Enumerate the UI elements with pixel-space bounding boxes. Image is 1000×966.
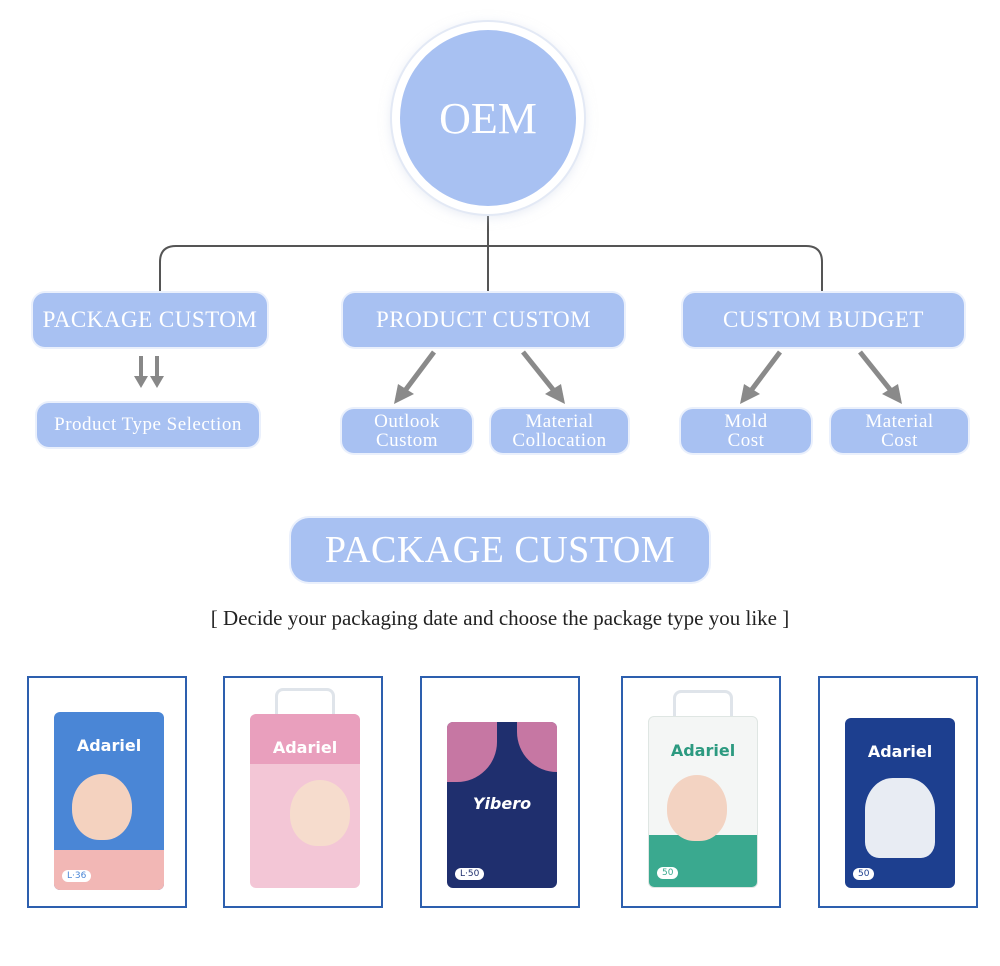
package-band [250,714,360,764]
node-line: Material [525,411,594,432]
package-handle [673,690,733,716]
package-handle [275,688,335,714]
node-line: Custom [375,430,439,451]
flower-graphic [517,722,557,772]
material-cost-node: Material Cost [831,409,968,453]
package-size-tag: 50 [853,868,875,880]
node-line: Material [865,411,934,432]
section-subtitle: [ Decide your packaging date and choose … [210,606,790,630]
package-custom-node: PACKAGE CUSTOM [33,293,267,347]
node-line: Outlook [374,411,440,432]
child-photo [290,780,350,846]
custom-budget-node: CUSTOM BUDGET [683,293,964,347]
connector-lines [134,208,902,404]
package-brand: Adariel [867,742,933,761]
package-band [649,835,757,887]
package-size-tag: L·36 [62,870,92,882]
diaper-package: Adariel [250,714,360,888]
baby-photo [72,774,132,840]
package-size-tag: 50 [657,867,679,879]
package-size-tag: L·50 [455,868,485,880]
package-brand: Adariel [670,741,736,760]
material-collocation-node: Material Collocation [491,409,628,453]
package-brand: Adariel [272,738,338,757]
product-image-1[interactable]: Adariel L·36 [27,676,187,908]
mold-cost-node: Mold Cost [681,409,811,453]
package-brand: Yibero [472,794,532,813]
baby-photo [667,775,727,841]
diaper-package: Adariel L·36 [54,712,164,890]
node-line: Cost [727,430,765,451]
flower-graphic [447,722,497,782]
product-image-2[interactable]: Adariel [223,676,383,908]
product-image-4[interactable]: Adariel 50 [621,676,781,908]
product-type-selection-node: Product Type Selection [37,403,259,447]
oem-root-node: OEM [400,30,576,206]
node-line: Mold [724,411,768,432]
node-line: Collocation [512,430,607,451]
astronaut-photo [865,778,935,858]
diaper-package: Yibero L·50 [447,722,557,888]
node-line: Cost [881,430,918,451]
product-image-5[interactable]: Adariel 50 [818,676,978,908]
section-title: PACKAGE CUSTOM [291,518,709,582]
outlook-custom-node: Outlook Custom [342,409,472,453]
product-custom-node: PRODUCT CUSTOM [343,293,624,347]
diaper-package: Adariel 50 [845,718,955,888]
product-image-3[interactable]: Yibero L·50 [420,676,580,908]
diaper-package: Adariel 50 [648,716,758,888]
package-brand: Adariel [76,736,142,755]
